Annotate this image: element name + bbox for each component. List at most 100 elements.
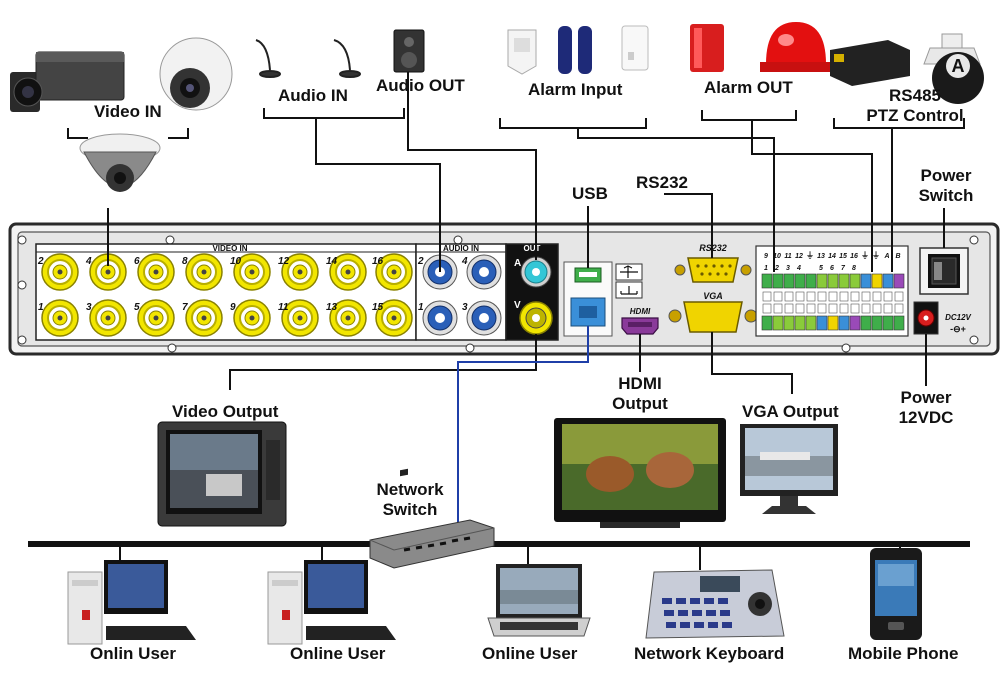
ground-icon: ⏚ xyxy=(861,251,869,260)
alarm-terminal xyxy=(838,315,850,331)
audio-port-number: 1 xyxy=(418,302,424,313)
out-v-label: V xyxy=(514,300,521,311)
video-port-number: 11 xyxy=(278,302,289,313)
alarm-number-bottom: 3 xyxy=(786,265,790,272)
pir-sensor-icon xyxy=(507,29,537,75)
siren-icon xyxy=(690,24,724,72)
alarm-out-bracket-line xyxy=(701,110,797,121)
alarm-terminal xyxy=(794,273,806,289)
alarm-terminal xyxy=(772,273,784,289)
ceiling-dome-camera-icon xyxy=(79,133,161,192)
alarm-number-top: 14 xyxy=(828,253,836,260)
label-power-switch-line1: Power xyxy=(920,166,972,185)
alarm-terminal xyxy=(893,315,905,331)
label-hdmi-line1: HDMI xyxy=(618,374,662,393)
alarm-terminal xyxy=(849,315,861,331)
beam-sensor-icon xyxy=(558,26,592,74)
alarm-terminal xyxy=(816,273,828,289)
audio-out-line xyxy=(407,70,537,260)
alarm-terminal xyxy=(860,273,872,289)
video-port-number: 10 xyxy=(230,256,242,267)
video-in-bracket-line xyxy=(168,128,189,139)
video-bnc-port xyxy=(185,299,223,337)
audio-in-line xyxy=(315,118,441,272)
desktop-pc-icon xyxy=(267,560,396,645)
label-network-switch-line2: Switch xyxy=(382,500,438,519)
alarm-number-top: A xyxy=(883,253,889,260)
alarm-number-top: 16 xyxy=(850,253,858,260)
alarm-terminal xyxy=(761,273,773,289)
alarm-number-top: 13 xyxy=(817,253,825,260)
label-alarm-out: Alarm OUT xyxy=(704,78,793,97)
label-hdmi-output: HDMI Output xyxy=(604,374,676,414)
alarm-input-bracket-line xyxy=(499,118,647,129)
video-bnc-port xyxy=(89,253,127,291)
video-port-number: 6 xyxy=(134,256,140,267)
rs232-port xyxy=(674,257,752,283)
audio-in-bracket-line xyxy=(263,108,405,119)
ptz-letter: A xyxy=(952,56,965,76)
label-power-12vdc: Power 12VDC xyxy=(890,388,962,428)
alarm-terminal xyxy=(893,273,905,289)
video-bnc-port xyxy=(233,253,271,291)
video-output-line xyxy=(229,334,537,390)
rs485-converter-icon xyxy=(830,40,910,86)
video-bnc-port xyxy=(137,253,175,291)
label-rs232: RS232 xyxy=(636,173,688,192)
video-bnc-port xyxy=(329,299,367,337)
label-power12-line1: Power xyxy=(900,388,952,407)
connection-lines xyxy=(67,70,965,394)
label-power-switch-line2: Switch xyxy=(918,186,974,205)
video-bnc-port xyxy=(281,299,319,337)
video-port-number: 16 xyxy=(372,256,384,267)
video-port-number: 13 xyxy=(326,302,338,313)
hdmi-port-label: HDMI xyxy=(630,307,651,316)
alarm-terminal xyxy=(805,315,817,331)
alarm-terminal xyxy=(827,315,839,331)
alarm-terminal xyxy=(882,315,894,331)
audio-rca-port xyxy=(466,300,502,336)
video-port-number: 14 xyxy=(326,256,338,267)
alarm-number-top: 12 xyxy=(795,253,803,260)
alarm-number-bottom: 8 xyxy=(852,265,856,272)
label-rs485-line1: RS485 xyxy=(889,86,941,105)
video-bnc-port xyxy=(329,253,367,291)
audio-rca-port xyxy=(466,254,502,290)
audio-in-header: AUDIO IN xyxy=(443,244,479,253)
label-audio-out: Audio OUT xyxy=(376,76,465,95)
alarm-terminal xyxy=(816,315,828,331)
audio-rca-port xyxy=(422,300,458,336)
alarm-number-bottom: 6 xyxy=(830,265,834,272)
audio-out-port xyxy=(520,256,552,288)
network-cable-line xyxy=(457,326,589,530)
video-port-number: 3 xyxy=(86,302,92,313)
lcd-monitor-icon xyxy=(740,424,838,514)
label-user-3: Online User xyxy=(482,644,578,663)
video-bnc-port xyxy=(89,299,127,337)
label-rs485-line2: PTZ Control xyxy=(866,106,964,125)
alarm-terminal xyxy=(849,273,861,289)
vga-port xyxy=(668,301,758,333)
label-mobile-phone: Mobile Phone xyxy=(848,644,959,663)
alarm-number-bottom: 5 xyxy=(819,265,823,272)
speaker-icon xyxy=(393,29,425,73)
video-port-number: 5 xyxy=(134,302,140,313)
label-user-1: Onlin User xyxy=(90,644,176,663)
audio-port-number: 3 xyxy=(462,302,468,313)
label-alarm-input: Alarm Input xyxy=(528,80,623,99)
video-port-number: 8 xyxy=(182,256,188,267)
label-user-2: Online User xyxy=(290,644,386,663)
audio-port-number: 4 xyxy=(461,256,468,267)
label-network-keyboard: Network Keyboard xyxy=(634,644,785,663)
alarm-terminal xyxy=(783,315,795,331)
label-rs485: RS485 PTZ Control xyxy=(860,86,970,126)
video-port-number: 1 xyxy=(38,302,44,313)
label-video-in: Video IN xyxy=(94,102,162,121)
vga-line xyxy=(711,332,793,394)
alarm-out-line xyxy=(751,120,873,272)
network-bus-line xyxy=(28,541,970,547)
laptop-icon xyxy=(487,564,591,637)
video-in-header: VIDEO IN xyxy=(212,244,247,253)
